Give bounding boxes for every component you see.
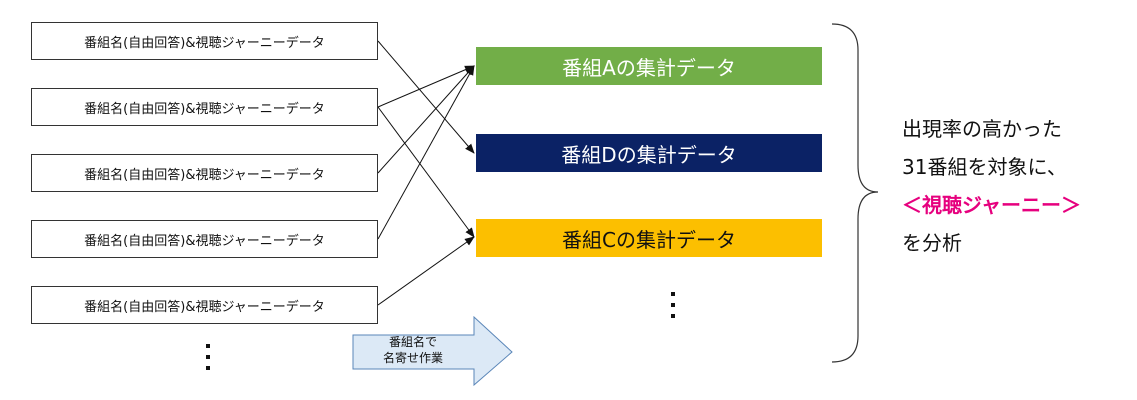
source-data-box: 番組名(自由回答)&視聴ジャーニーデータ xyxy=(31,286,378,324)
program-c-data-label: 番組Cの集計データ xyxy=(562,227,736,252)
source-data-box: 番組名(自由回答)&視聴ジャーニーデータ xyxy=(31,88,378,126)
summary-line-1: 出現率の高かった xyxy=(902,117,1062,141)
merge-process-arrow-icon xyxy=(352,316,513,386)
source-data-box: 番組名(自由回答)&視聴ジャーニーデータ xyxy=(31,220,378,258)
source-data-box: 番組名(自由回答)&視聴ジャーニーデータ xyxy=(31,154,378,192)
connector-line xyxy=(377,65,475,174)
source-data-label: 番組名(自由回答)&視聴ジャーニーデータ xyxy=(84,299,325,315)
more-sources-ellipsis xyxy=(203,344,213,370)
merge-process-label: 番組名で 名寄せ作業 xyxy=(382,335,443,365)
program-d-data-box: 番組Dの集計データ xyxy=(476,134,822,172)
summary-highlight: ＜視聴ジャーニー＞ xyxy=(902,193,1081,217)
connector-line xyxy=(377,236,475,306)
summary-line-4: を分析 xyxy=(902,231,962,255)
connector-line xyxy=(377,40,475,154)
program-d-data-label: 番組Dの集計データ xyxy=(561,142,737,167)
source-data-label: 番組名(自由回答)&視聴ジャーニーデータ xyxy=(84,233,325,249)
source-data-box: 番組名(自由回答)&視聴ジャーニーデータ xyxy=(31,22,378,60)
connector-line xyxy=(377,65,475,240)
source-data-label: 番組名(自由回答)&視聴ジャーニーデータ xyxy=(84,35,325,51)
grouping-brace-icon xyxy=(831,23,879,363)
program-a-data-box: 番組Aの集計データ xyxy=(476,47,822,85)
more-targets-ellipsis xyxy=(668,292,678,318)
program-a-data-label: 番組Aの集計データ xyxy=(562,55,736,80)
program-c-data-box: 番組Cの集計データ xyxy=(476,219,822,257)
source-data-label: 番組名(自由回答)&視聴ジャーニーデータ xyxy=(84,101,325,117)
summary-line-2: 31番組を対象に、 xyxy=(902,155,1067,179)
source-data-label: 番組名(自由回答)&視聴ジャーニーデータ xyxy=(84,167,325,183)
connector-line xyxy=(377,106,475,238)
analysis-summary: 出現率の高かった 31番組を対象に、 ＜視聴ジャーニー＞ を分析 xyxy=(902,110,1081,262)
connector-line xyxy=(377,65,475,108)
